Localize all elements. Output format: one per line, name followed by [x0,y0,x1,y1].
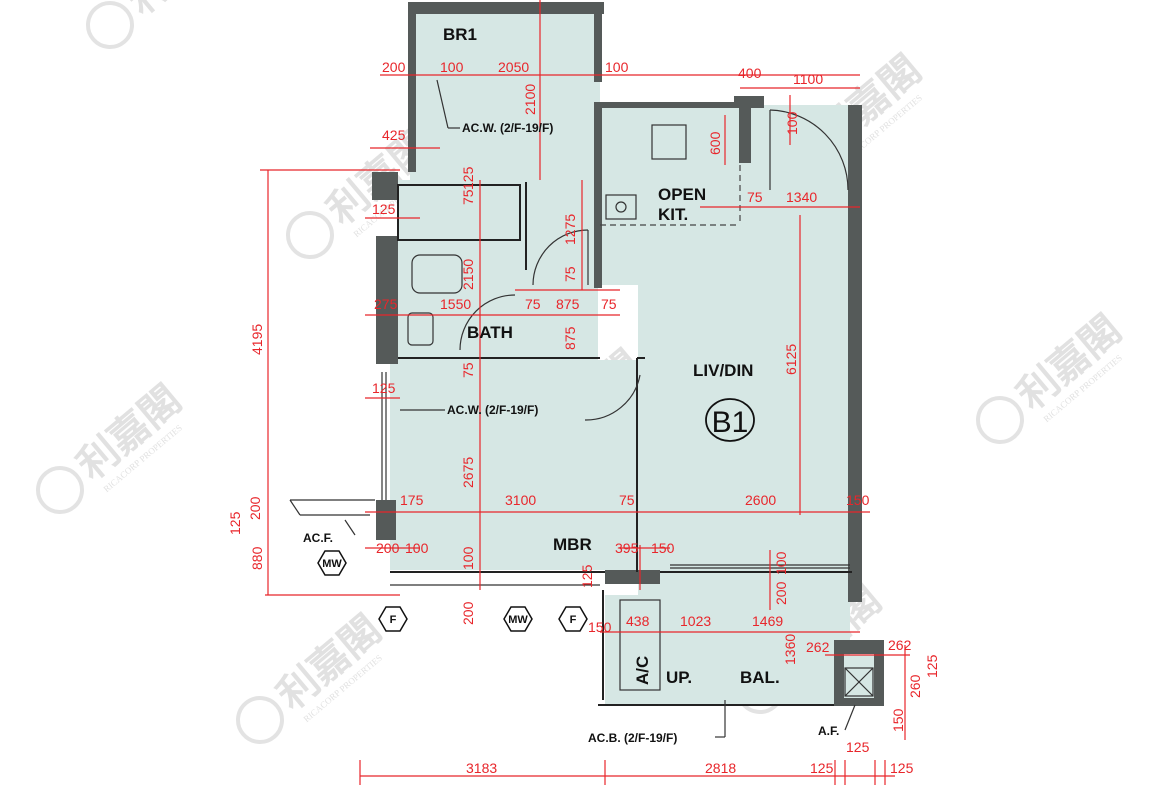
dim-label: 125 [579,564,595,588]
mw-symbol-label: MW [322,558,342,570]
f-symbol: F [558,606,588,632]
dim-label: 75 [460,362,476,378]
dim-label: 1340 [786,189,817,205]
dim-label: 2600 [745,492,776,508]
room-label-open-kit: KIT. [658,205,688,224]
dim-label: 2050 [498,59,529,75]
dim-label: 100 [440,59,464,75]
dim-label: 150 [588,619,612,635]
dim-label: 2818 [705,760,736,776]
notes: AC.W. (2/F-19/F) AC.W. (2/F-19/F) AC.F. … [289,79,856,745]
room-label-ac: A/C [633,656,652,685]
dim-label: 6125 [783,344,799,375]
dim-label: 125 [372,380,396,396]
room-labels: BR1 OPEN KIT. BATH LIV/DIN MBR A/C UP. B… [443,25,780,687]
mw-symbol: MW [503,606,533,632]
room-label-liv-din: LIV/DIN [693,361,753,380]
f-symbol-label: F [570,614,577,626]
room-label-bal: BAL. [740,668,780,687]
dim-label: 438 [626,613,650,629]
dim-label: 125 [460,166,476,190]
dim-label: 875 [562,326,578,350]
room-label-bath: BATH [467,323,513,342]
dim-label: 200 [247,496,263,520]
dim-label: 100 [405,540,429,556]
dim-label: 1469 [752,613,783,629]
dim-label: 1550 [440,296,471,312]
f-symbol-label: F [390,614,397,626]
dim-label: 150 [890,708,906,732]
mw-symbol-label: MW [508,614,528,626]
dim-label: 3100 [505,492,536,508]
room-label-up: UP. [666,668,692,687]
note-acw-mid: AC.W. (2/F-19/F) [447,403,538,417]
dim-label: 100 [773,551,789,575]
dim-label: 75 [562,266,578,282]
note-acf: AC.F. [303,531,333,545]
dim-label: 125 [227,511,243,535]
dim-label: 400 [738,65,762,81]
dim-label: 125 [372,201,396,217]
dim-label: 75 [601,296,617,312]
walls [372,2,884,706]
dim-label: 175 [400,492,424,508]
dim-label: 875 [556,296,580,312]
dim-label: 1023 [680,613,711,629]
dim-label: 275 [374,296,398,312]
dim-label: 880 [249,546,265,570]
dim-label: 600 [707,131,723,155]
dim-label: 200 [376,540,400,556]
note-af: A.F. [818,724,839,738]
dim-label: 125 [810,760,834,776]
dim-label: 100 [605,59,629,75]
dim-label: 4195 [249,324,265,355]
dim-label: 260 [907,674,923,698]
note-acb: AC.B. (2/F-19/F) [588,731,677,745]
dim-label: 1275 [562,214,578,245]
dim-label: 125 [890,760,914,776]
unit-label: B1 [712,406,749,439]
dim-label: 395 [615,540,639,556]
dim-label: 125 [924,654,940,678]
dim-label: 425 [382,127,406,143]
appliance-symbols: MW F MW F [317,550,588,632]
dim-label: 150 [651,540,675,556]
f-symbol: F [378,606,408,632]
dim-label: 75 [747,189,763,205]
mw-symbol: MW [317,550,347,576]
note-acw-top: AC.W. (2/F-19/F) [462,121,553,135]
dim-label: 1100 [793,71,823,87]
dim-label: 3183 [466,760,497,776]
dim-label: 200 [460,601,476,625]
room-label-open-kit: OPEN [658,185,706,204]
dim-label: 125 [846,739,870,755]
dim-label: 1360 [782,634,798,665]
dim-label: 200 [773,581,789,605]
dim-label: 200 [382,59,406,75]
dim-label: 75 [525,296,541,312]
dim-label: 75 [619,492,635,508]
dim-label: 2150 [460,259,476,290]
dim-label: 75 [460,189,476,205]
dim-label: 2675 [460,457,476,488]
dimension-labels: 200 100 2050 100 400 1100 2100 425 600 1… [227,59,940,776]
room-label-br1: BR1 [443,25,477,44]
dim-label: 100 [460,546,476,570]
dimension-lines [260,0,910,785]
room-label-mbr: MBR [553,535,592,554]
dim-label: 2100 [522,84,538,115]
interior-lines [381,109,874,706]
unit-badge: B1 [705,398,755,442]
watermark-text: 利嘉閣 [119,0,240,23]
dim-label: 100 [784,111,800,135]
dim-label: 150 [846,492,870,508]
dim-label: 262 [888,637,912,653]
dim-label: 262 [806,639,830,655]
